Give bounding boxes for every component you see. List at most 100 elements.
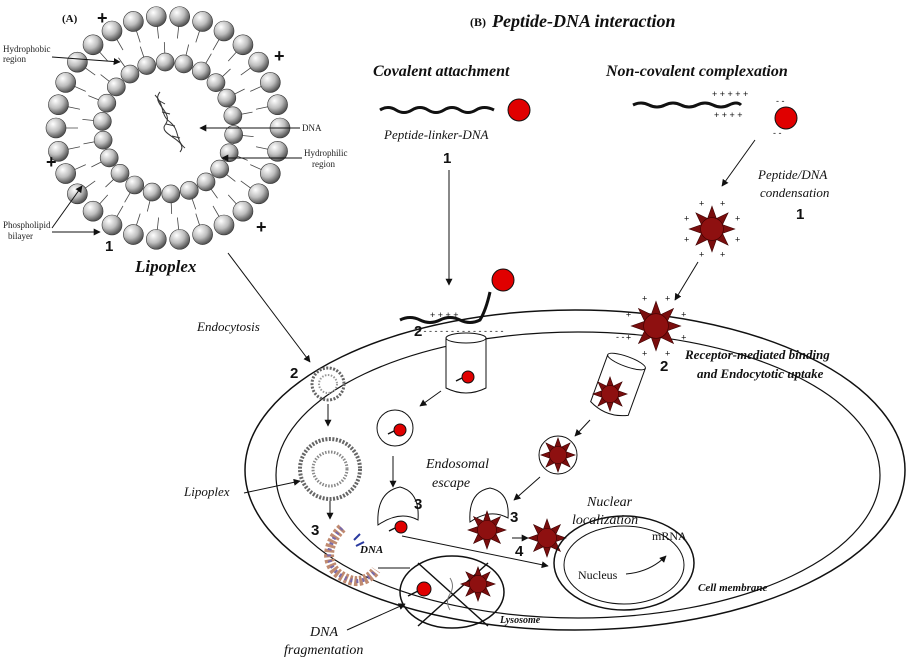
hydrophobic-label-2: region [3, 54, 26, 64]
svg-text:+ + + +: + + + + [430, 310, 459, 320]
svg-text:+: + [699, 249, 704, 259]
step-number: 2 [414, 323, 422, 340]
condensed-complex-icon: + + + + + + + + [684, 199, 740, 260]
fragmentation-arrow [346, 603, 406, 631]
dna-helix-icon [154, 91, 186, 153]
peptide-linker-dna-icon [379, 98, 531, 122]
plus-sign: + [97, 8, 108, 28]
dna-fragmentation-label: DNA [309, 625, 338, 640]
cell-membrane-inner [275, 331, 881, 619]
svg-text:+: + [626, 310, 631, 320]
svg-text:+: + [665, 293, 670, 303]
complex-at-membrane-icon: + + + + + + + + [626, 293, 687, 358]
hydrophobic-arrow [51, 56, 121, 66]
dna-fragmentation-label-2: fragmentation [284, 643, 363, 658]
endosome-cargo-icon [387, 423, 407, 437]
endosome-complex-icon [540, 437, 576, 473]
complex-endosome-arrow [513, 476, 541, 501]
phospholipid-label-2: bilayer [8, 231, 33, 241]
svg-text:- -: - - [776, 96, 785, 106]
svg-text:+: + [684, 213, 689, 223]
endocytosis-arrow [227, 252, 311, 363]
mrna-label: mRNA [652, 529, 687, 543]
nuclear-localization-label-2: localization [572, 513, 638, 528]
condensation-label-2: condensation [760, 185, 829, 200]
escaped-complex-icon [467, 510, 507, 550]
svg-text:+: + [626, 332, 631, 342]
step-number: 1 [796, 206, 804, 223]
phospholipid-arrow-1 [51, 185, 83, 229]
lipoplex-label-arrow [243, 478, 301, 494]
endocytic-pit-rim [445, 332, 487, 344]
plus-sign: + [274, 46, 285, 66]
svg-text:+: + [642, 349, 647, 359]
endocytic-pit [445, 338, 487, 394]
dna-label: DNA [302, 123, 322, 133]
plus-sign: + [46, 152, 57, 172]
degraded-complex-icon [460, 566, 496, 602]
pit-complex-icon [592, 376, 628, 412]
cell-membrane-outer [244, 309, 906, 631]
panel-a-label: (A) [62, 13, 78, 25]
peptide-dna-complex-icon: + + + + + + + + + - - - - [632, 89, 798, 138]
step-number: 1 [443, 150, 451, 167]
svg-text:+ + + + +: + + + + + [712, 89, 748, 99]
inner-phospholipid-heads [93, 52, 243, 204]
lysosome [399, 555, 505, 629]
escape-to-nucleus-arrow [401, 535, 549, 569]
condensation-label: Peptide/DNA [757, 167, 827, 182]
cell-membrane-label: Cell membrane [698, 582, 767, 594]
svg-text:+: + [735, 235, 740, 245]
vesicle-cargo-icon [455, 370, 475, 384]
hydrophilic-label-2: region [312, 159, 335, 169]
svg-text:+: + [681, 332, 686, 342]
mrna-arrow [625, 555, 667, 575]
nucleus-inner [563, 525, 685, 605]
dna-label-cell: DNA [359, 544, 383, 556]
step-number: 3 [414, 496, 422, 513]
hydrophobic-label: Hydrophobic [3, 44, 51, 54]
panel-b-title: Peptide-DNA interaction [491, 11, 676, 31]
receptor-label-2: and Endocytotic uptake [697, 366, 824, 381]
endosome-lipoplex-core [311, 450, 349, 488]
svg-text:+: + [684, 235, 689, 245]
liposome [45, 6, 291, 250]
peptide-linker-dna-caption: Peptide-linker-DNA [383, 127, 488, 142]
noncovalent-heading: Non-covalent complexation [605, 63, 788, 80]
pit-to-endosome-arrow [419, 390, 442, 407]
endosomal-escape-label: Endosomal [425, 457, 489, 472]
escaping-endosome [377, 486, 419, 526]
svg-text:+: + [699, 199, 704, 209]
svg-text:+: + [681, 310, 686, 320]
step-number: 3 [510, 509, 518, 526]
step-number: 1 [105, 238, 113, 255]
step-number: 2 [660, 358, 668, 375]
outer-phospholipid-heads [45, 6, 291, 250]
endosomal-escape-label-2: escape [432, 476, 470, 491]
escaping-endosome-2 [469, 487, 509, 523]
nuclear-localization-label: Nuclear [586, 495, 633, 510]
receptor-label: Receptor-mediated binding [684, 347, 830, 362]
released-dna-icon [324, 524, 381, 586]
degraded-cargo-icon [407, 577, 453, 611]
phospholipid-label: Phospholipid [3, 220, 51, 230]
escaped-cargo-icon [388, 520, 408, 534]
endosome-lipoplex-icon [298, 437, 362, 501]
endocytosis-label: Endocytosis [196, 319, 260, 334]
hydrophilic-label: Hydrophilic [304, 148, 348, 158]
covalent-heading: Covalent attachment [373, 63, 510, 80]
svg-text:- -: - - [773, 128, 782, 138]
svg-text:+: + [642, 293, 647, 303]
svg-text:+: + [720, 199, 725, 209]
svg-text:+: + [720, 249, 725, 259]
condensation-arrow [721, 139, 756, 187]
lysosome-label: Lysosome [499, 615, 541, 626]
svg-text:+: + [735, 213, 740, 223]
membrane-charges: - - - - - - - - - - - - - - - - [418, 326, 503, 336]
panel-b-label: (B) [470, 15, 486, 29]
svg-text:+: + [665, 349, 670, 359]
peptide-at-membrane-icon: + + + + [399, 268, 515, 324]
svg-text:+ + + +: + + + + [714, 110, 743, 120]
